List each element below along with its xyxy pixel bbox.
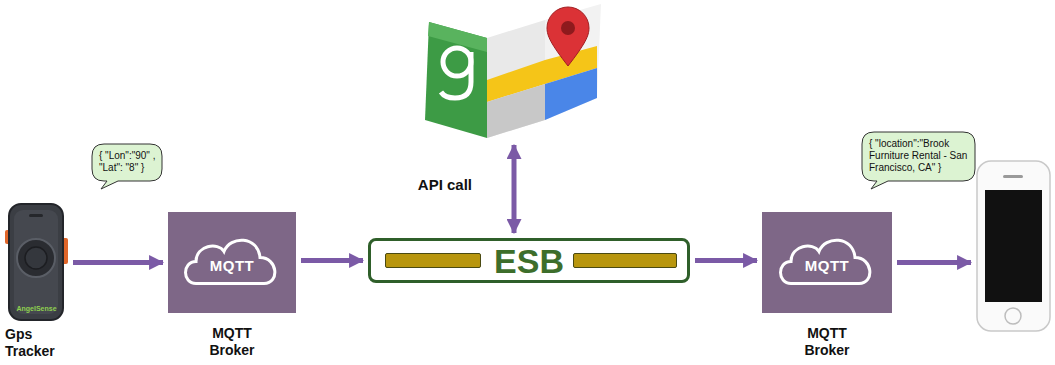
bubble-node: { "location":"Brook Furniture Rental - S… — [862, 132, 975, 190]
maps-icon — [425, 2, 603, 140]
node-caption: MQTT Broker — [792, 325, 862, 359]
smartphone — [976, 160, 1052, 332]
esb-bus: ESB — [368, 238, 690, 283]
json-message: { "Lon":"90" , "Lat": "8" } — [99, 150, 156, 174]
edge-label: API call — [418, 176, 472, 193]
bubble-node: { "Lon":"90" , "Lat": "8" } — [92, 144, 162, 190]
flow-arrow — [897, 260, 971, 265]
bus-bar — [573, 253, 677, 268]
json-message: { "location":"Brook Furniture Rental - S… — [869, 138, 969, 174]
device-brand: AngelSense — [16, 305, 56, 312]
mqtt-node: MQTT MQTT Broker — [168, 212, 296, 359]
bus-bar — [385, 253, 481, 268]
flow-arrow — [512, 145, 517, 233]
bus-name: ESB — [490, 243, 568, 279]
flow-arrow — [73, 260, 163, 265]
broker-name: MQTT — [210, 257, 255, 274]
flow-arrow — [301, 258, 363, 263]
broker-box: MQTT — [168, 212, 296, 313]
phone-illustration — [976, 160, 1052, 332]
mqtt-node: MQTT MQTT Broker — [762, 212, 892, 359]
maps-node — [425, 2, 603, 140]
google-maps-illustration — [425, 2, 603, 140]
gps-tracker-illustration — [5, 200, 68, 322]
tracker-node: AngelSenseGps Tracker — [5, 200, 68, 360]
gps-tracker-body: AngelSense — [5, 200, 68, 322]
node-caption: MQTT Broker — [197, 325, 267, 359]
speech-bubble: { "Lon":"90" , "Lat": "8" } — [92, 144, 162, 190]
node-caption: Gps Tracker — [5, 326, 65, 360]
esb-node: ESB — [368, 238, 690, 283]
edge-label-box: API call — [418, 176, 472, 194]
speech-bubble: { "location":"Brook Furniture Rental - S… — [862, 132, 975, 190]
broker-name: MQTT — [805, 257, 850, 274]
phone-node — [976, 160, 1052, 332]
broker-box: MQTT — [762, 212, 892, 313]
flow-arrow — [695, 258, 757, 263]
